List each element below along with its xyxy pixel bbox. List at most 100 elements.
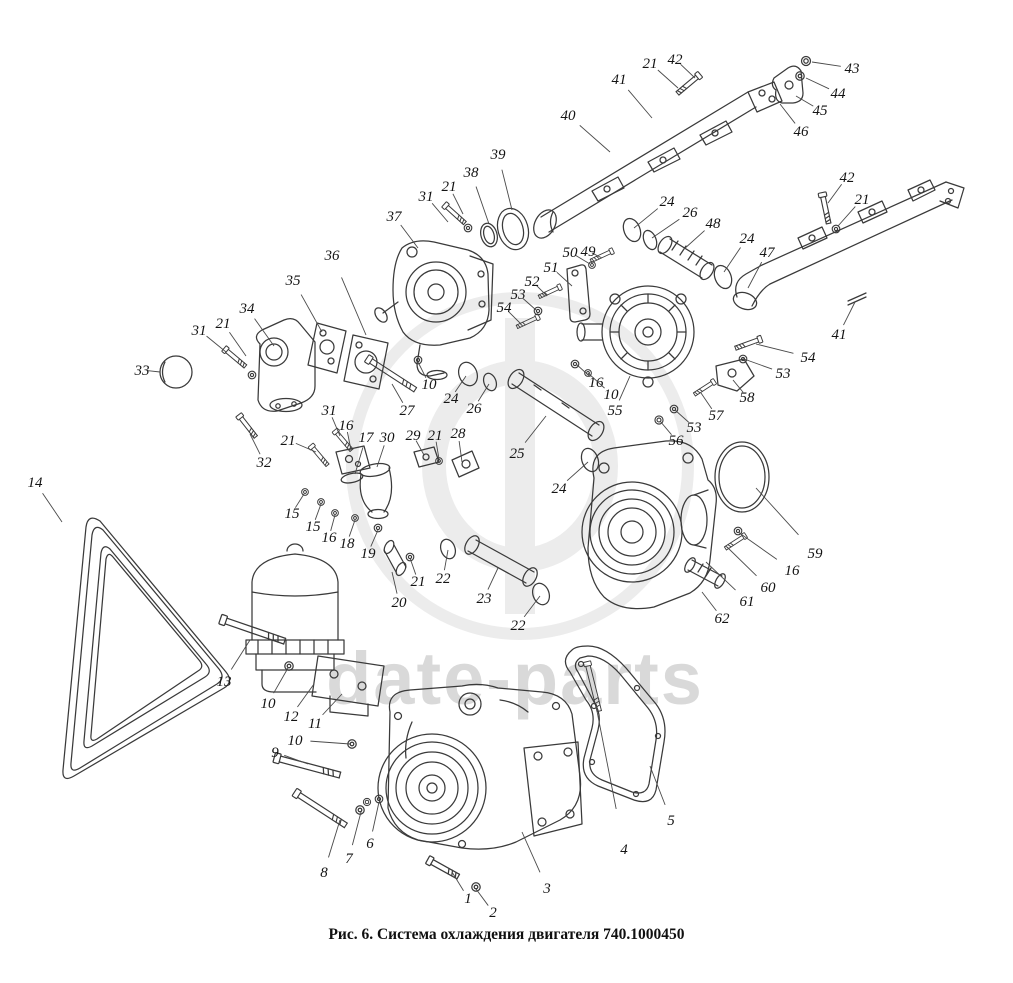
callout-leader-34-28: [254, 318, 275, 347]
front-cover: [377, 683, 583, 850]
callout-leader-53-33: [743, 358, 773, 370]
callout-leader-24-55: [566, 461, 589, 482]
callout-label-21-62: 21: [411, 574, 426, 590]
callout-leader-33-31: [146, 370, 161, 373]
callout-label-29-49: 29: [406, 428, 422, 444]
callout-layer: 4342214441454046393821314221372426482447…: [28, 52, 870, 921]
callout-label-43-0: 43: [845, 61, 860, 77]
callout-label-54-32: 54: [801, 350, 817, 366]
callout-label-4-85: 4: [620, 842, 628, 858]
callout-leader-31-30: [206, 335, 227, 353]
callout-leader-46-7: [779, 103, 796, 124]
callout-leader-53-25: [522, 298, 537, 311]
callout-leader-10-35: [587, 372, 605, 389]
callout-leader-2-83: [475, 888, 489, 906]
hose-group: [622, 217, 733, 290]
callout-label-60-68: 60: [761, 580, 777, 596]
callout-leader-35-26: [300, 294, 323, 333]
callout-label-48-17: 48: [706, 216, 722, 232]
callout-label-59-66: 59: [808, 546, 824, 562]
callout-leader-21-52: [295, 442, 317, 453]
callout-leader-56-44: [659, 420, 672, 435]
callout-leader-43-0: [811, 61, 841, 67]
callout-label-16-46: 16: [339, 418, 355, 434]
callout-leader-59-66: [755, 487, 799, 536]
callout-leader-24-37: [454, 375, 467, 393]
callout-leader-13-72: [230, 639, 251, 670]
callout-label-62-70: 62: [715, 611, 731, 627]
callout-leader-28-51: [458, 441, 463, 463]
callout-label-27-38: 27: [400, 403, 417, 419]
callout-label-33-31: 33: [134, 363, 150, 379]
watermark-text: date-parts: [326, 637, 704, 720]
callout-label-34-28: 34: [239, 301, 256, 317]
callout-leader-30-48: [376, 445, 385, 468]
callout-label-21-29: 21: [216, 316, 231, 332]
callout-label-54-27: 54: [497, 300, 513, 316]
callout-label-47-19: 47: [760, 245, 777, 261]
callout-leader-38-9: [475, 186, 490, 225]
callout-label-8-79: 8: [320, 865, 328, 881]
callout-leader-58-41: [732, 379, 744, 393]
v-belts: [62, 517, 231, 780]
callout-leader-48-17: [682, 230, 705, 251]
callout-leader-39-8: [501, 169, 513, 211]
callout-leader-44-3: [805, 77, 830, 90]
callout-label-30-48: 30: [379, 430, 396, 446]
callout-label-42-12: 42: [840, 170, 856, 186]
callout-label-25-53: 25: [510, 446, 526, 462]
callout-label-39-8: 39: [490, 147, 507, 163]
callout-label-16-59: 16: [322, 530, 338, 546]
callout-leader-62-70: [701, 591, 717, 611]
callout-label-57-42: 57: [709, 408, 726, 424]
callout-label-53-25: 53: [511, 287, 526, 303]
callout-leader-21-50: [435, 441, 440, 460]
callout-leader-15-58: [314, 503, 322, 520]
callout-label-21-50: 21: [428, 428, 443, 444]
callout-leader-7-80: [351, 811, 362, 846]
callout-label-10-35: 10: [604, 387, 620, 403]
callout-label-52-24: 52: [525, 274, 541, 290]
callout-leader-15-57: [294, 493, 305, 508]
callout-label-31-45: 31: [321, 403, 337, 419]
callout-label-11-75: 11: [308, 716, 322, 732]
callout-leader-21-29: [229, 331, 247, 357]
callout-leader-16-59: [330, 514, 336, 531]
callout-label-46-7: 46: [794, 124, 810, 140]
callout-leader-54-27: [508, 311, 522, 325]
callout-leader-49-21: [591, 252, 603, 259]
callout-label-37-14: 37: [386, 209, 404, 225]
fan-bracket-group: [654, 334, 764, 425]
callout-label-31-11: 31: [418, 189, 434, 205]
callout-label-22-63: 22: [436, 571, 452, 587]
callout-leader-6-81: [372, 801, 380, 832]
right-water-manifold: [732, 179, 965, 311]
callout-label-16-67: 16: [785, 563, 801, 579]
pump-gaskets: [441, 201, 530, 251]
callout-label-6-81: 6: [366, 836, 374, 852]
fan-drive: [570, 285, 695, 388]
callout-leader-31-45: [331, 417, 341, 437]
callout-label-21-52: 21: [281, 433, 296, 449]
callout-label-55-40: 55: [608, 403, 624, 419]
callout-leader-31-11: [431, 202, 449, 223]
callout-leader-3-84: [521, 831, 541, 873]
callout-leader-41-4: [627, 89, 653, 119]
callout-leader-22-63: [443, 549, 449, 571]
callout-leader-9-77: [284, 754, 309, 765]
callout-label-38-9: 38: [463, 165, 480, 181]
callout-leader-18-60: [348, 519, 356, 537]
callout-leader-8-79: [328, 819, 341, 858]
callout-leader-19-61: [370, 529, 379, 547]
front-cover-gasket: [564, 645, 666, 803]
callout-leader-24-15: [633, 208, 659, 229]
left-water-manifold: [533, 70, 783, 239]
stud-and-seal-rings: [363, 354, 498, 394]
callout-label-32-54: 32: [256, 455, 273, 471]
callout-leader-57-42: [700, 392, 713, 410]
callout-leader-54-32: [755, 343, 794, 354]
callout-leader-11-75: [322, 693, 343, 716]
callout-label-41-78: 41: [832, 327, 847, 343]
